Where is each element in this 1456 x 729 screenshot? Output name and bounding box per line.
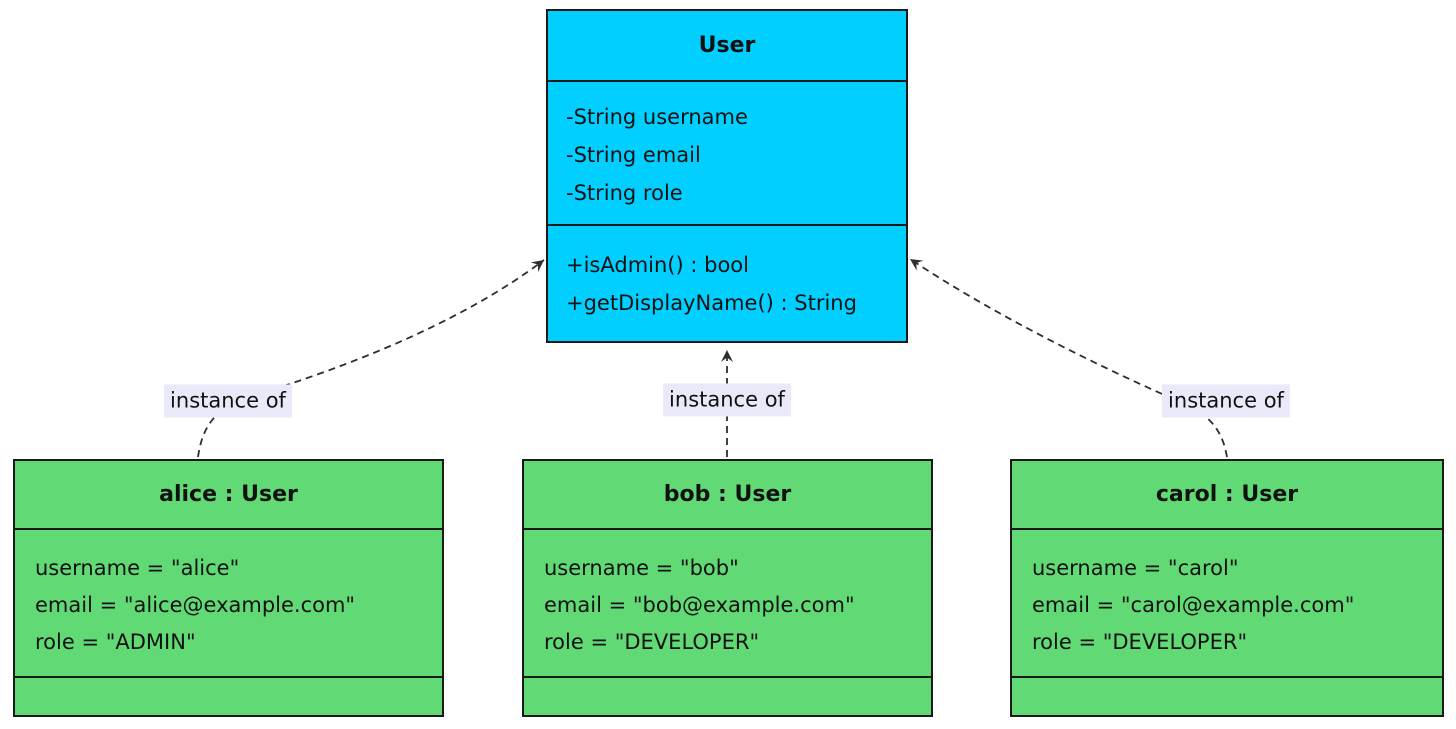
instance-empty-compartment [524, 678, 931, 711]
instance-title-label: bob : User [663, 482, 792, 507]
class-attribute: -String role [566, 181, 683, 205]
instance-field: email = "alice@example.com" [35, 593, 356, 617]
instance-title-label: alice : User [159, 482, 298, 507]
instance-field: role = "DEVELOPER" [544, 630, 760, 654]
edge-label-instance-of: instance of [1162, 384, 1290, 418]
instance-fields: username = "bob" email = "bob@example.co… [524, 530, 931, 678]
edge-label-instance-of: instance of [663, 383, 791, 417]
instance-field: username = "bob" [544, 556, 739, 580]
instance-title: alice : User [15, 461, 442, 530]
instance-box-bob: bob : User username = "bob" email = "bob… [522, 459, 933, 717]
class-title-label: User [698, 33, 756, 58]
class-attribute: -String username [566, 105, 748, 129]
class-attributes: -String username -String email -String r… [548, 82, 906, 226]
instance-title-label: carol : User [1155, 482, 1299, 507]
instance-field: email = "bob@example.com" [544, 593, 855, 617]
class-title: User [548, 11, 906, 82]
instance-fields: username = "alice" email = "alice@exampl… [15, 530, 442, 678]
class-methods: +isAdmin() : bool +getDisplayName() : St… [548, 226, 906, 339]
instance-field: username = "alice" [35, 556, 240, 580]
instance-box-carol: carol : User username = "carol" email = … [1010, 459, 1444, 717]
class-attribute: -String email [566, 143, 701, 167]
class-method: +isAdmin() : bool [566, 253, 749, 277]
edge-alice-instance-of-user [197, 259, 545, 458]
instance-field: username = "carol" [1032, 556, 1239, 580]
instance-field: role = "DEVELOPER" [1032, 630, 1248, 654]
class-box-user: User -String username -String email -Str… [546, 9, 908, 343]
edge-label-instance-of: instance of [164, 384, 292, 418]
instance-field: email = "carol@example.com" [1032, 593, 1355, 617]
instance-title: carol : User [1012, 461, 1442, 530]
class-method: +getDisplayName() : String [566, 291, 857, 315]
instance-fields: username = "carol" email = "carol@exampl… [1012, 530, 1442, 678]
instance-field: role = "ADMIN" [35, 630, 196, 654]
instance-empty-compartment [15, 678, 442, 711]
instance-box-alice: alice : User username = "alice" email = … [13, 459, 444, 717]
instance-empty-compartment [1012, 678, 1442, 711]
instance-title: bob : User [524, 461, 931, 530]
edge-carol-instance-of-user [909, 258, 1228, 458]
